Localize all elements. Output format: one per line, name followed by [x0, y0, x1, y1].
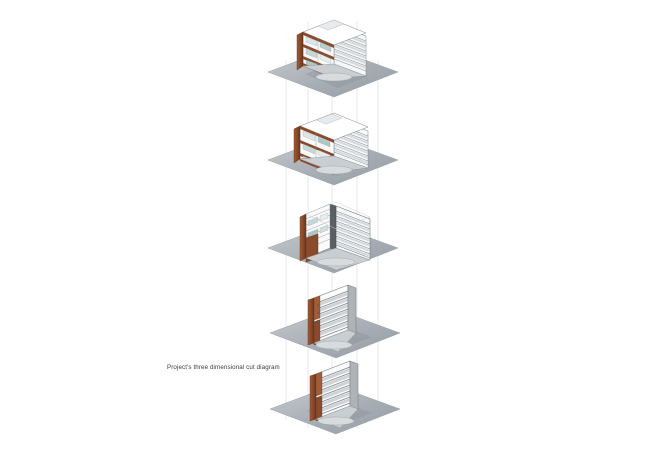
model-5-bare-floor-plates: [269, 360, 401, 435]
model-4-slabs-service-wall: [269, 284, 401, 359]
model-2-facade-partial: [267, 112, 399, 186]
diagram-caption: Project's three dimensional cut diagram: [167, 364, 280, 371]
section-cut-plane: [329, 203, 337, 251]
roof-cut-outline: [305, 201, 371, 230]
slab-stack: [315, 360, 359, 420]
model-3-core-exposed: [267, 201, 399, 274]
slab-stack: [313, 284, 357, 344]
detail-markers: [316, 303, 320, 323]
model-1-full-massing: [267, 19, 399, 98]
service-wall-terracotta: [309, 371, 323, 422]
